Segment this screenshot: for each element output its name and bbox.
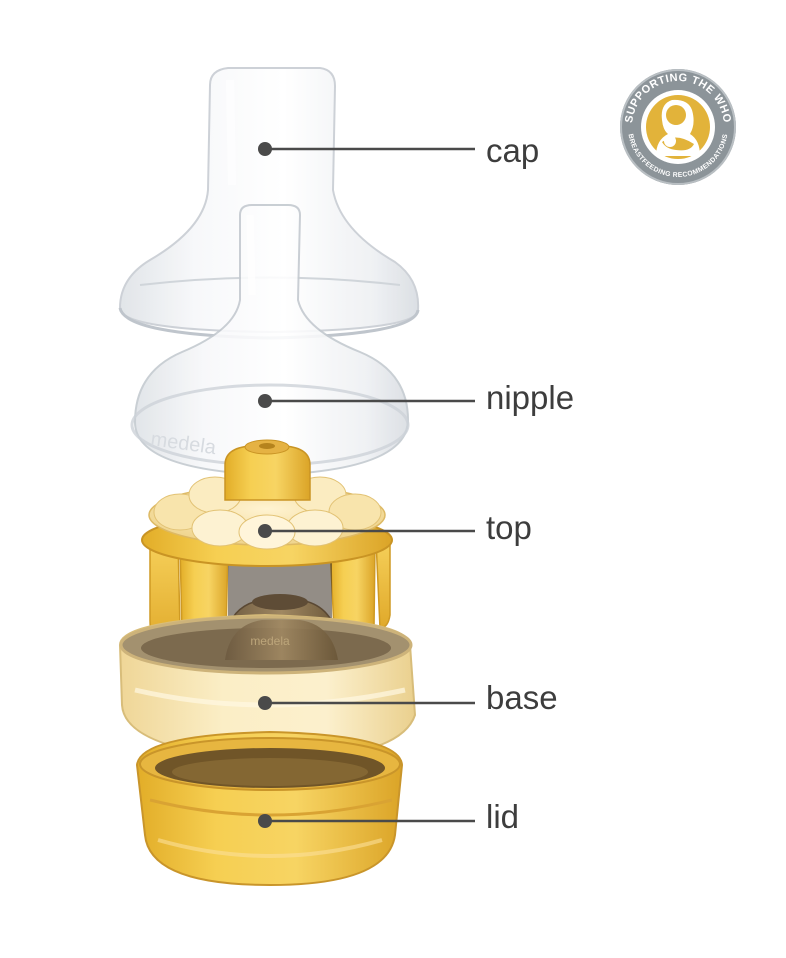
callout-nipple [258,394,475,408]
who-badge: SUPPORTING THE WHO BREASTFEEDING RECOMME… [620,69,736,185]
callout-cap [258,142,475,156]
label-cap: cap [486,132,540,169]
nipple-part: medela [130,204,410,477]
mother-nursing-icon [656,99,700,156]
label-top: top [486,509,532,546]
callouts [258,142,475,828]
lid-part [135,730,404,887]
label-lid: lid [486,798,520,835]
valve-emboss: medela [250,634,290,648]
callout-top [258,524,475,538]
label-nipple: nipple [486,379,575,416]
callout-lid [258,814,475,828]
callout-base [258,696,475,710]
label-base: base [486,679,558,716]
